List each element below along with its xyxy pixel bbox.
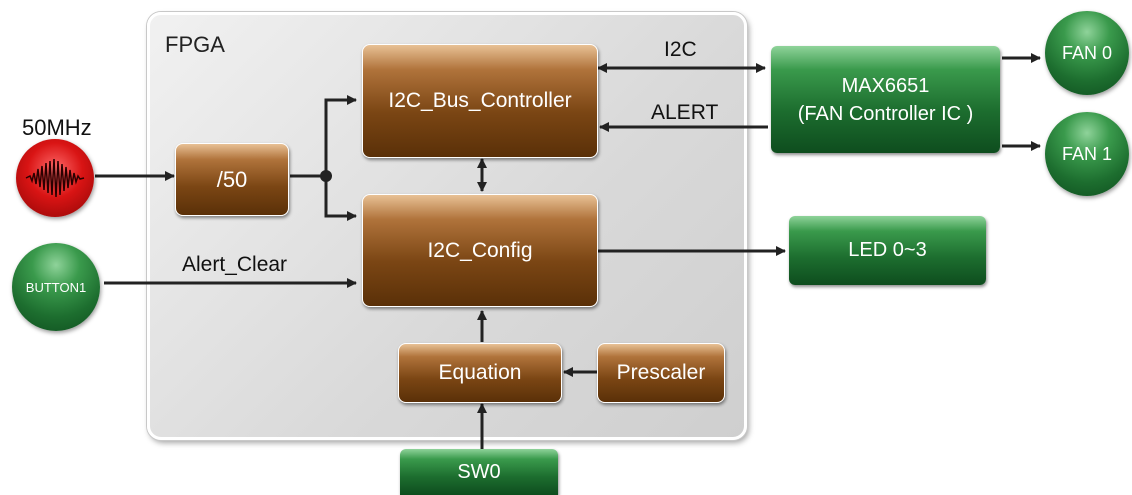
fan0-node: FAN 0 [1045,11,1129,95]
alert-clear-label: Alert_Clear [182,253,288,276]
sw0-block: SW0 [400,449,558,495]
max6651-subtitle: (FAN Controller IC ) [797,102,974,125]
i2c-signal-label: I2C [664,38,697,61]
i2c-config-block: I2C_Config [362,194,598,307]
waveform-icon [25,158,85,198]
alert-signal-label: ALERT [651,101,719,124]
clock-label: 50MHz [22,115,92,140]
max6651-block: MAX6651 (FAN Controller IC ) [771,46,1000,153]
clock-source [16,139,94,217]
wire-to-bus-controller [324,95,357,176]
fan1-node: FAN 1 [1045,112,1129,196]
divider-block: /50 [175,143,289,216]
wire-to-config [324,176,357,221]
equation-block: Equation [398,343,562,403]
i2c-bus-controller-block: I2C_Bus_Controller [362,44,598,158]
max6651-title: MAX6651 [841,74,930,97]
fpga-label: FPGA [165,32,225,57]
junction-dot [320,170,332,182]
button1-node: BUTTON1 [12,243,100,331]
led-block: LED 0~3 [789,216,986,285]
prescaler-block: Prescaler [597,343,725,403]
